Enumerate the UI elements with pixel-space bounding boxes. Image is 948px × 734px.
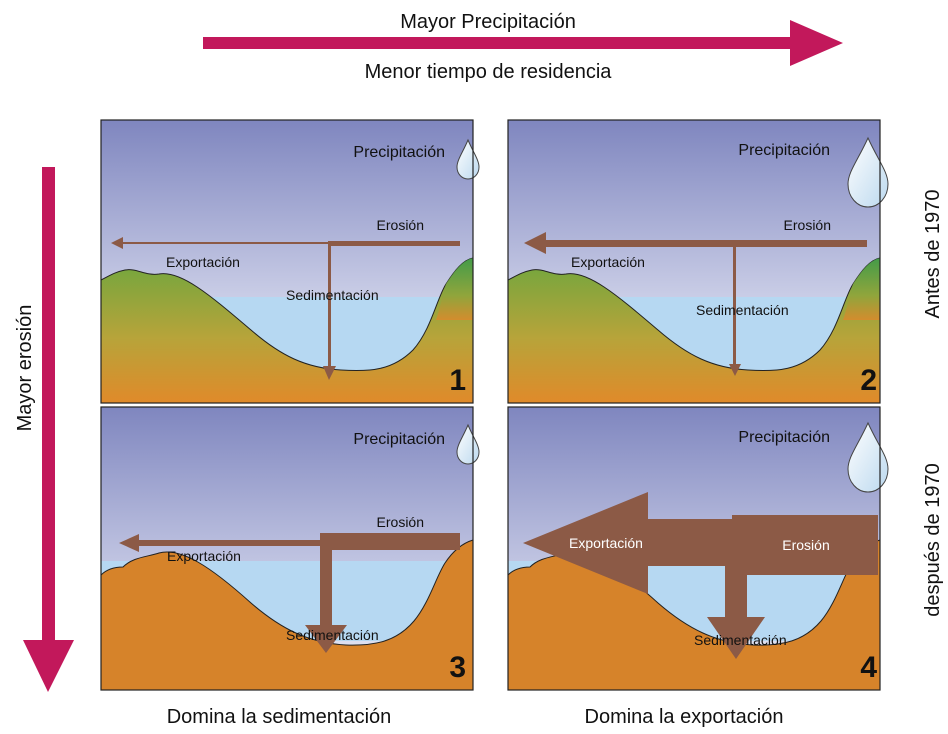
precipitation-label: Precipitación — [738, 142, 830, 159]
bare-terrain — [100, 539, 474, 691]
erosion-label: Erosión — [784, 217, 831, 233]
erosion-flux-arrow — [732, 515, 878, 575]
export-flux-arrow — [542, 240, 735, 247]
row-label-after-1970: después de 1970 — [922, 463, 944, 616]
vegetated-terrain — [507, 257, 881, 404]
sedimentation-arrow-head — [729, 364, 741, 376]
erosion-flux-arrow — [328, 241, 460, 246]
top-arrow-shaft — [203, 37, 798, 49]
export-arrow-head — [119, 534, 139, 552]
export-label: Exportación — [571, 254, 645, 270]
panel-3: Precipitación Erosión Exportación Sedime… — [100, 406, 480, 691]
row-label-before-1970: Antes de 1970 — [922, 190, 944, 319]
top-arrow: Mayor Precipitación Menor tiempo de resi… — [203, 11, 843, 83]
erosion-label: Erosión — [377, 514, 424, 530]
panel-4: Precipitación Erosión Exportación Sedime… — [507, 406, 889, 691]
left-arrow-shaft — [42, 167, 55, 647]
panel-border — [507, 406, 881, 691]
sedimentation-label: Sedimentación — [696, 302, 789, 318]
top-arrow-label-below: Menor tiempo de residencia — [365, 61, 613, 83]
sedimentation-flux-arrow — [320, 547, 332, 633]
vegetated-slope — [436, 258, 473, 320]
export-flux-arrow — [136, 540, 323, 546]
raindrop-large-icon — [847, 136, 889, 208]
vegetated-slope — [843, 258, 880, 320]
precipitation-label: Precipitación — [738, 429, 830, 446]
sedimentation-label: Sedimentación — [694, 632, 787, 648]
top-arrow-label-above: Mayor Precipitación — [400, 11, 576, 33]
erosion-flux-arrow — [320, 533, 460, 550]
panel-2: Precipitación Erosión Exportación Sedime… — [507, 119, 889, 404]
panel-border — [507, 119, 881, 404]
export-arrow-head — [111, 237, 123, 249]
export-flux-arrow — [119, 242, 331, 244]
precipitation-label: Precipitación — [353, 144, 445, 161]
sedimentation-arrow-head — [707, 617, 765, 659]
panel-number: 1 — [449, 364, 466, 397]
panel-number: 3 — [449, 651, 466, 684]
sedimentation-flux-arrow — [328, 244, 331, 374]
erosion-label: Erosión — [782, 537, 829, 553]
left-arrow: Mayor erosión — [14, 167, 74, 692]
export-flux-arrow — [523, 492, 736, 594]
vegetated-terrain — [100, 257, 474, 404]
panel-number: 4 — [860, 651, 877, 684]
precipitation-label: Precipitación — [353, 431, 445, 448]
top-arrow-head — [790, 20, 843, 66]
sedimentation-label: Sedimentación — [286, 627, 379, 643]
sedimentation-flux-arrow — [725, 565, 747, 621]
export-label: Exportación — [569, 535, 643, 551]
left-arrow-head — [23, 640, 74, 692]
erosion-label: Erosión — [377, 217, 424, 233]
raindrop-large-icon — [847, 421, 889, 493]
panel-number: 2 — [860, 364, 877, 397]
panel-border — [100, 119, 474, 404]
sedimentation-arrow-head — [323, 366, 336, 380]
sedimentation-flux-arrow — [733, 245, 736, 372]
panel-1: Precipitación Erosión Exportación Sedime… — [100, 119, 480, 404]
sedimentation-arrow-head — [305, 625, 347, 653]
column-label-sedimentation: Domina la sedimentación — [167, 706, 392, 728]
column-label-export: Domina la exportación — [585, 706, 784, 728]
sedimentation-label: Sedimentación — [286, 287, 379, 303]
panel-border — [100, 406, 474, 691]
erosion-flux-arrow — [732, 240, 867, 247]
left-arrow-label: Mayor erosión — [14, 305, 36, 432]
export-label: Exportación — [166, 254, 240, 270]
export-label: Exportación — [167, 548, 241, 564]
export-arrow-head — [524, 232, 546, 254]
